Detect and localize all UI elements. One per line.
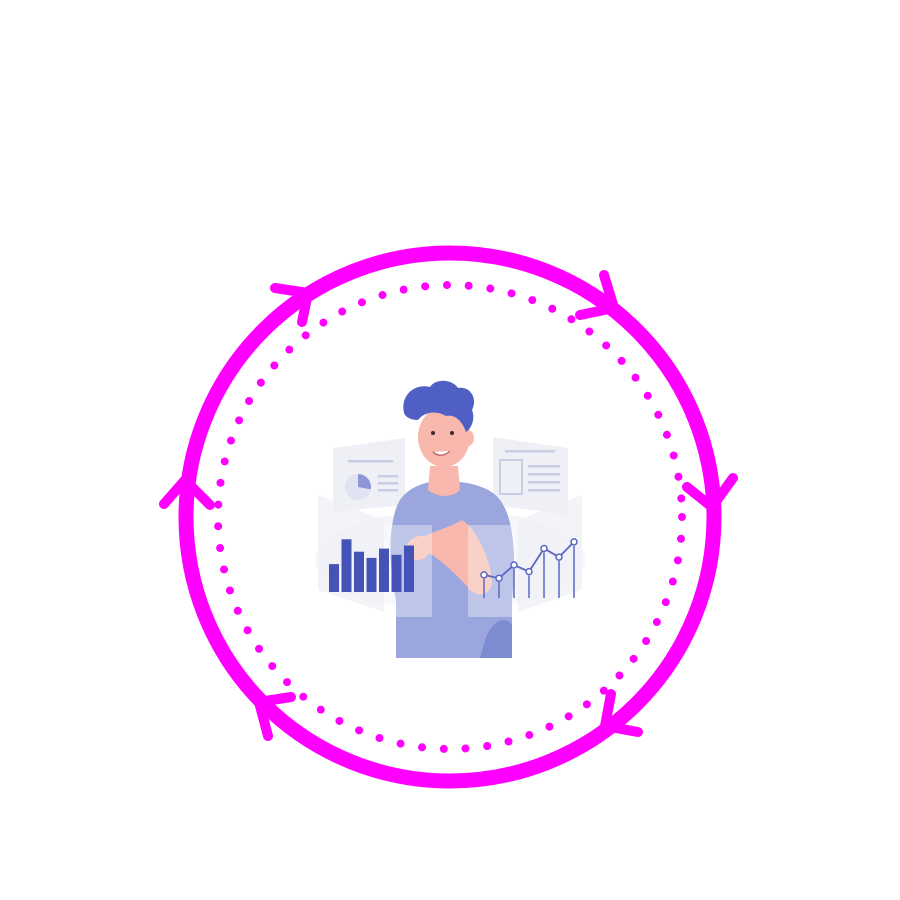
person-neck <box>428 466 460 496</box>
shirt-shade <box>480 620 512 658</box>
person-mouth <box>432 450 451 456</box>
panel-line <box>378 475 398 478</box>
person-arm <box>420 520 492 595</box>
line-chart-point <box>540 544 548 553</box>
document-panel-icon <box>493 437 568 515</box>
clockwise-arrow-icon <box>575 270 619 320</box>
line-chart-point <box>480 571 488 579</box>
clockwise-arrow-icon <box>682 473 738 512</box>
line-chart-point <box>525 567 533 576</box>
cycle-ring <box>178 245 722 789</box>
glass-panel-right <box>518 495 582 612</box>
panel-line <box>378 482 398 485</box>
clockwise-arrow-icon <box>600 689 643 737</box>
panel-line <box>348 460 393 463</box>
ring-arrows <box>159 270 738 741</box>
person-face <box>418 407 470 467</box>
person-eye <box>431 431 435 435</box>
panel-line <box>505 450 555 453</box>
line-chart-icon <box>480 538 578 598</box>
bar-chart-icon <box>329 539 414 592</box>
line-chart-point <box>570 538 578 546</box>
bar <box>366 557 377 592</box>
clockwise-arrow-icon <box>270 283 313 327</box>
bar <box>341 539 352 592</box>
bar <box>404 545 414 592</box>
panel-box <box>499 459 523 495</box>
line-chart-point <box>555 553 563 561</box>
panel-line <box>378 489 398 492</box>
line-chart-point <box>510 561 518 569</box>
panel-line <box>528 489 560 492</box>
panel-line <box>528 473 560 476</box>
glass-card-right <box>468 525 516 617</box>
document-panel-icon <box>333 438 405 512</box>
clockwise-arrow-icon <box>254 692 296 741</box>
person-with-analytics-illustration <box>315 380 585 658</box>
line-chart-point <box>495 574 503 582</box>
person-ear <box>462 430 474 446</box>
bar <box>329 564 339 592</box>
clockwise-arrow-icon <box>159 475 215 510</box>
panel-line <box>528 481 560 484</box>
person-hair <box>403 380 475 432</box>
person-eye <box>450 431 454 435</box>
pie-slice <box>358 474 371 490</box>
panel-line <box>528 465 560 468</box>
dotted-inner-ring <box>214 281 686 753</box>
bar <box>391 554 402 592</box>
bar <box>379 548 389 592</box>
bar <box>354 551 364 592</box>
